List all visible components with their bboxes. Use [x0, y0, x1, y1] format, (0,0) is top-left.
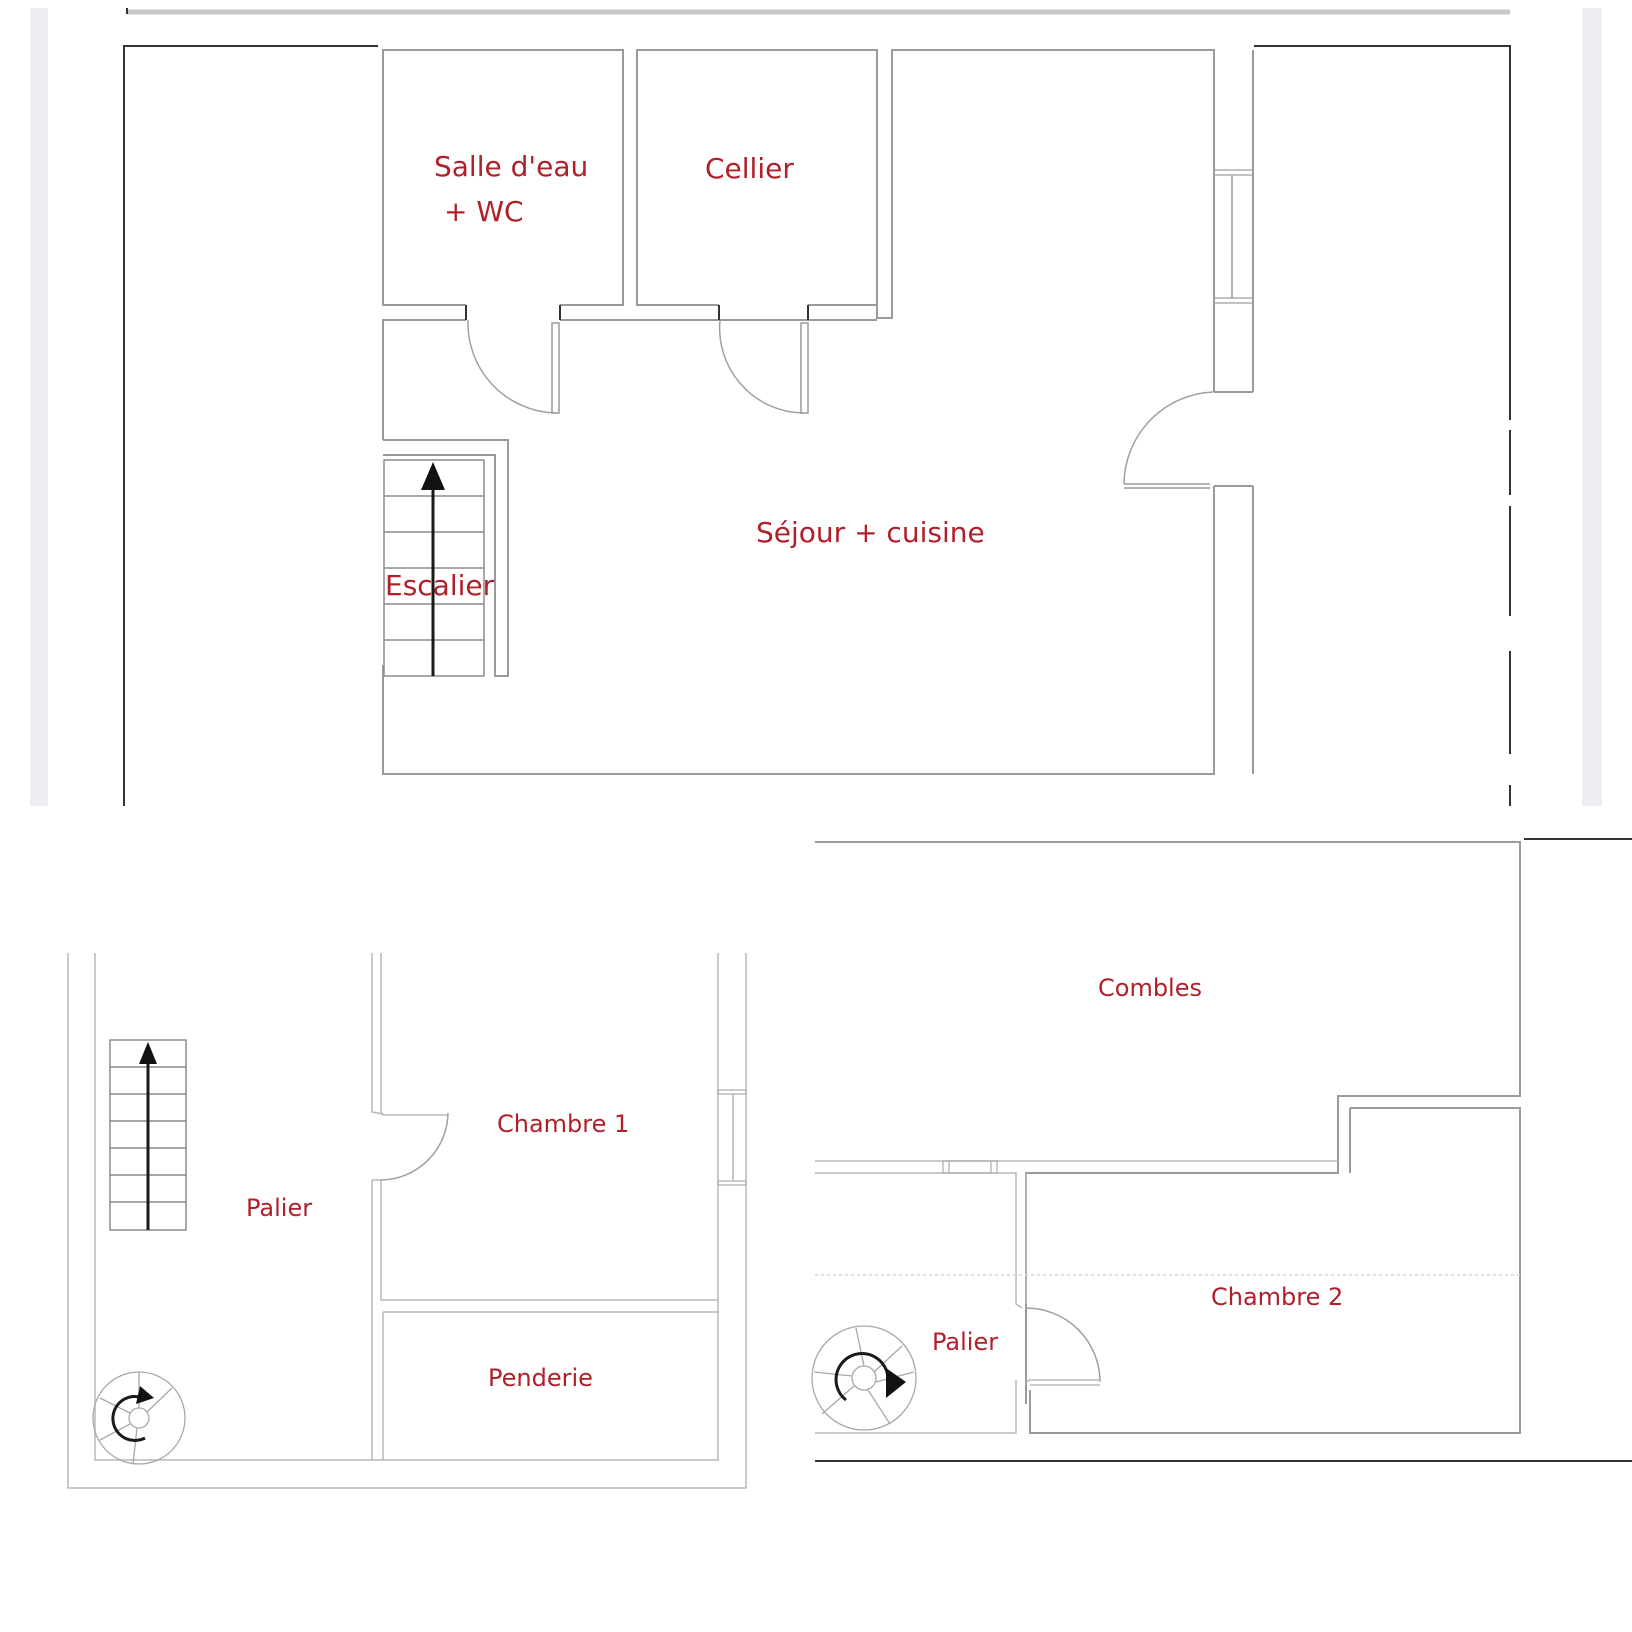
- east-wall: [1214, 50, 1254, 774]
- label-chambre-1: Chambre 1: [497, 1110, 629, 1138]
- right-side-bar: [1582, 8, 1602, 806]
- salle-deau-walls: [382, 49, 624, 306]
- label-chambre-2: Chambre 2: [1211, 1283, 1343, 1311]
- combles-walls: [815, 841, 1521, 1404]
- spiral-arrow-icon: [834, 1352, 890, 1402]
- chambre1-door[interactable]: [380, 1111, 449, 1181]
- label-cellier: Cellier: [705, 152, 794, 185]
- chambre2-walls: [1029, 1107, 1521, 1434]
- stairs-first: [109, 1039, 187, 1231]
- label-escalier: Escalier: [385, 569, 495, 602]
- outer-boundary-right: [1254, 45, 1511, 420]
- stairs-ground: [383, 439, 509, 677]
- arrow-head-icon: [421, 462, 445, 490]
- label-salle-deau-wc: + WC: [444, 195, 524, 228]
- label-palier-2: Palier: [932, 1328, 998, 1356]
- label-combles: Combles: [1098, 974, 1202, 1002]
- label-palier-1: Palier: [246, 1194, 312, 1222]
- label-penderie: Penderie: [488, 1364, 593, 1392]
- attic-floor-plan: Combles Chambre 2 Palier: [811, 838, 1632, 1462]
- ground-floor-plan: Salle d'eau + WC Cellier Séjour + cuisin…: [30, 8, 1602, 806]
- outer-walls-first: [67, 953, 747, 1489]
- salle-deau-door[interactable]: [467, 319, 560, 414]
- spiral-stairs-attic: [811, 1325, 917, 1431]
- window-east: [1213, 169, 1254, 304]
- first-floor-plan: Palier Chambre 1 Penderie: [67, 953, 747, 1489]
- spiral-arrow-icon: [111, 1394, 146, 1442]
- window-chambre1: [717, 1089, 747, 1186]
- entrance-door[interactable]: [1123, 391, 1214, 489]
- label-salle-deau: Salle d'eau: [434, 150, 588, 183]
- chambre2-door[interactable]: [1025, 1307, 1101, 1386]
- sejour-top-walls: [876, 49, 1215, 392]
- outer-boundary-left: [123, 45, 378, 806]
- arrow-head-icon: [139, 1042, 157, 1064]
- cellier-walls: [636, 49, 878, 306]
- left-side-bar: [30, 8, 48, 806]
- label-sejour-cuisine: Séjour + cuisine: [756, 516, 985, 549]
- window-attic: [942, 1160, 998, 1174]
- sejour-bottom-walls: [382, 486, 1215, 775]
- cellier-door[interactable]: [718, 319, 809, 414]
- spiral-stairs-first: [92, 1371, 186, 1465]
